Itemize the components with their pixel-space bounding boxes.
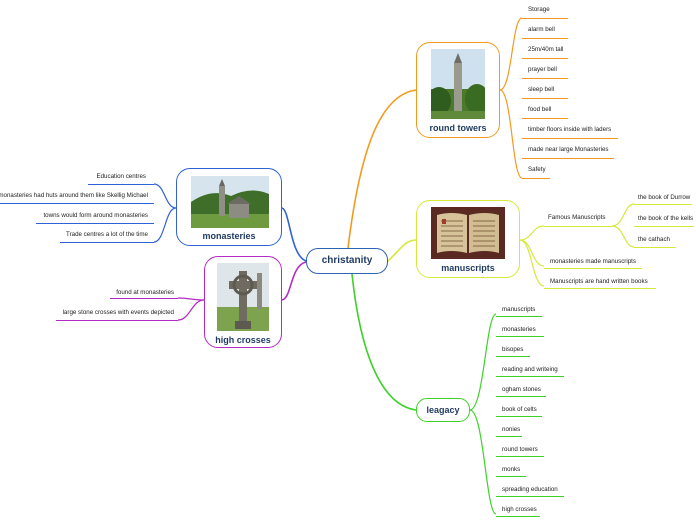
central-topic[interactable]: christanity bbox=[306, 248, 388, 274]
list-item[interactable]: made near large Monasteries bbox=[528, 146, 609, 153]
list-item[interactable]: monks bbox=[502, 466, 521, 473]
leagacy-title: leagacy bbox=[426, 405, 460, 415]
manuscripts-node[interactable]: manuscripts bbox=[416, 200, 520, 278]
list-item[interactable]: 25m/40m tall bbox=[528, 46, 564, 53]
list-item[interactable]: monasteries made manuscripts bbox=[550, 258, 636, 265]
monasteries-title: monasteries bbox=[202, 231, 256, 241]
list-item[interactable]: round towers bbox=[502, 446, 538, 453]
monastery-photo bbox=[191, 176, 269, 228]
list-item[interactable]: the cathach bbox=[638, 236, 670, 243]
list-item[interactable]: high crosses bbox=[502, 506, 537, 513]
list-item[interactable]: Trade centres a lot of the time bbox=[66, 231, 148, 238]
list-item[interactable]: manuscripts bbox=[502, 306, 536, 313]
list-item[interactable]: alarm bell bbox=[528, 26, 555, 33]
high-crosses-node[interactable]: high crosses bbox=[204, 256, 282, 348]
list-item[interactable]: reading and writeing bbox=[502, 366, 558, 373]
list-item[interactable]: nonies bbox=[502, 426, 521, 433]
list-item[interactable]: bisopes bbox=[502, 346, 524, 353]
list-item[interactable]: timber floors inside with laders bbox=[528, 126, 612, 133]
list-item[interactable]: Safety bbox=[528, 166, 546, 173]
list-item[interactable]: spreading education bbox=[502, 486, 558, 493]
list-item[interactable]: large stone crosses with events depicted bbox=[62, 309, 174, 316]
list-item[interactable]: Storage bbox=[528, 6, 550, 13]
list-item[interactable]: Manuscripts are hand written books bbox=[550, 278, 648, 285]
round-towers-node[interactable]: round towers bbox=[416, 42, 500, 138]
manuscripts-title: manuscripts bbox=[441, 263, 495, 273]
list-item[interactable]: Education centres bbox=[96, 173, 146, 180]
list-item[interactable]: book of celts bbox=[502, 406, 537, 413]
round-towers-title: round towers bbox=[429, 123, 487, 133]
list-item[interactable]: sleep bell bbox=[528, 86, 555, 93]
list-item[interactable]: food bell bbox=[528, 106, 552, 113]
list-item[interactable]: the book of Durrow bbox=[638, 194, 691, 201]
monasteries-node[interactable]: monasteries bbox=[176, 168, 282, 246]
famous-manuscripts-label[interactable]: Famous Manuscripts bbox=[548, 214, 606, 221]
list-item[interactable]: found at monasteries bbox=[116, 289, 174, 296]
high-crosses-title: high crosses bbox=[215, 335, 271, 345]
list-item[interactable]: ogham stones bbox=[502, 386, 541, 393]
list-item[interactable]: prayer bell bbox=[528, 66, 557, 73]
list-item[interactable]: the book of the kells bbox=[638, 215, 694, 222]
celtic-cross-photo bbox=[217, 263, 269, 331]
round-tower-photo bbox=[431, 49, 485, 119]
list-item[interactable]: towns would form around monasteries bbox=[43, 212, 148, 219]
list-item[interactable]: monasteries bbox=[502, 326, 536, 333]
leagacy-node[interactable]: leagacy bbox=[416, 398, 470, 422]
manuscript-photo bbox=[431, 207, 505, 259]
list-item[interactable]: monasteries had huts around them like Sk… bbox=[0, 192, 148, 199]
